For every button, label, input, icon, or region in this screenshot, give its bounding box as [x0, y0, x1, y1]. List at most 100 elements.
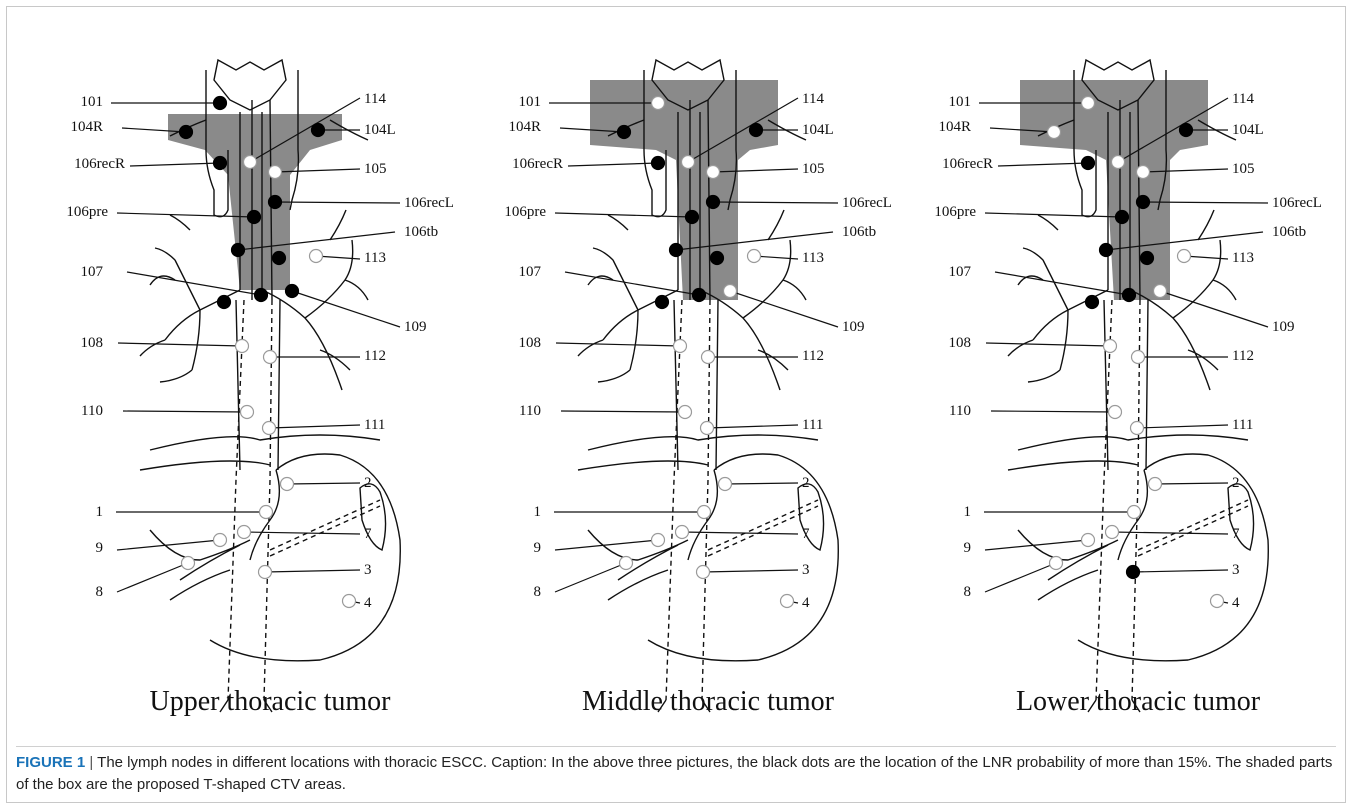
- lymph-node-9: [1082, 534, 1095, 547]
- lymph-node-105: [269, 166, 282, 179]
- lymph-node-105: [1137, 166, 1150, 179]
- node-label-106pre: 106pre: [934, 204, 976, 220]
- node-label-110: 110: [519, 403, 541, 419]
- node-label-109: 109: [404, 319, 427, 335]
- node-label-104L: 104L: [802, 122, 834, 138]
- node-label-2: 2: [802, 475, 810, 491]
- lymph-node-3: [697, 566, 710, 579]
- node-label-101: 101: [519, 94, 542, 110]
- leader-line-111: [1137, 425, 1228, 428]
- lymph-node-104R: [180, 126, 193, 139]
- node-label-104L: 104L: [364, 122, 396, 138]
- lymph-node-109: [286, 285, 299, 298]
- node-label-112: 112: [802, 348, 824, 364]
- leader-line-108: [986, 343, 1110, 346]
- lymph-node-1: [698, 506, 711, 519]
- node-label-8: 8: [96, 584, 104, 600]
- lymph-node-106tb: [1100, 244, 1113, 257]
- leader-line-106recL: [275, 202, 400, 203]
- lymph-node-113: [310, 250, 323, 263]
- node-label-106recR: 106recR: [942, 156, 993, 172]
- lymph-node-1: [260, 506, 273, 519]
- lymph-node-106pre: [1116, 211, 1129, 224]
- lymph-node-104L: [312, 124, 325, 137]
- leader-line-3: [703, 570, 798, 572]
- node-label-3: 3: [364, 562, 372, 578]
- lymph-node-106recL: [707, 196, 720, 209]
- leader-line-106pre: [985, 213, 1122, 217]
- lymph-node-109: [1154, 285, 1167, 298]
- lymph-node-101: [652, 97, 665, 110]
- lymph-node-107b: [1086, 296, 1099, 309]
- lymph-node-108: [1104, 340, 1117, 353]
- node-label-114: 114: [802, 91, 824, 107]
- panel-title: Lower thoracic tumor: [1016, 686, 1261, 717]
- node-label-106recL: 106recL: [842, 195, 892, 211]
- node-label-108: 108: [519, 335, 542, 351]
- lymph-node-9: [214, 534, 227, 547]
- node-label-3: 3: [1232, 562, 1240, 578]
- lymph-node-107b: [218, 296, 231, 309]
- lymph-node-108: [674, 340, 687, 353]
- lymph-node-104R: [1048, 126, 1061, 139]
- lymph-node-114: [1112, 156, 1125, 169]
- node-label-114: 114: [1232, 91, 1254, 107]
- leader-line-2: [1155, 483, 1228, 484]
- caption-text: The lymph nodes in different locations w…: [16, 754, 1332, 793]
- leader-line-8: [117, 563, 188, 592]
- lymph-node-112: [702, 351, 715, 364]
- node-label-113: 113: [802, 250, 824, 266]
- leader-line-108: [556, 343, 680, 346]
- node-label-107: 107: [519, 264, 542, 280]
- lymph-node-113: [1178, 250, 1191, 263]
- lymph-node-110: [1109, 406, 1122, 419]
- node-label-107: 107: [949, 264, 972, 280]
- node-label-7: 7: [364, 526, 372, 542]
- lymph-node-106pre: [248, 211, 261, 224]
- node-label-108: 108: [81, 335, 104, 351]
- lymph-node-106tb2: [273, 252, 286, 265]
- lymph-node-110: [241, 406, 254, 419]
- lymph-node-4: [343, 595, 356, 608]
- node-label-104R: 104R: [70, 119, 103, 135]
- lymph-node-107: [1123, 289, 1136, 302]
- node-label-111: 111: [364, 417, 385, 433]
- node-label-104R: 104R: [938, 119, 971, 135]
- lymph-node-114: [682, 156, 695, 169]
- node-label-109: 109: [842, 319, 865, 335]
- node-label-106tb: 106tb: [404, 224, 438, 240]
- node-label-2: 2: [364, 475, 372, 491]
- figure-diagram: 101104R106recR106pre107108110198114104L1…: [0, 0, 1354, 745]
- node-label-111: 111: [802, 417, 823, 433]
- caption-figure-number: FIGURE 1: [16, 754, 85, 771]
- node-label-4: 4: [1232, 595, 1240, 611]
- lymph-node-104L: [1180, 124, 1193, 137]
- lymph-node-109: [724, 285, 737, 298]
- lymph-node-2: [719, 478, 732, 491]
- leader-line-111: [269, 425, 360, 428]
- lymph-node-106tb2: [1141, 252, 1154, 265]
- ctv-shaded-area: [590, 80, 778, 300]
- lymph-node-7: [676, 526, 689, 539]
- node-label-106recL: 106recL: [1272, 195, 1322, 211]
- node-label-7: 7: [1232, 526, 1240, 542]
- node-label-108: 108: [949, 335, 972, 351]
- node-label-1: 1: [964, 504, 972, 520]
- leader-line-3: [1133, 570, 1228, 572]
- lymph-node-8: [620, 557, 633, 570]
- leader-line-111: [707, 425, 798, 428]
- lymph-node-114: [244, 156, 257, 169]
- panel-middle-thoracic: 101104R106recR106pre107108110198114104L1…: [504, 60, 892, 717]
- panel-title: Upper thoracic tumor: [149, 686, 391, 717]
- lymph-node-106tb: [232, 244, 245, 257]
- node-label-105: 105: [1232, 161, 1255, 177]
- node-label-9: 9: [964, 540, 972, 556]
- caption-divider: [16, 746, 1336, 747]
- node-label-4: 4: [364, 595, 372, 611]
- node-label-101: 101: [949, 94, 972, 110]
- lymph-node-106tb: [670, 244, 683, 257]
- lymph-node-111: [263, 422, 276, 435]
- lymph-node-106recL: [269, 196, 282, 209]
- leader-line-107: [995, 272, 1129, 295]
- node-label-112: 112: [364, 348, 386, 364]
